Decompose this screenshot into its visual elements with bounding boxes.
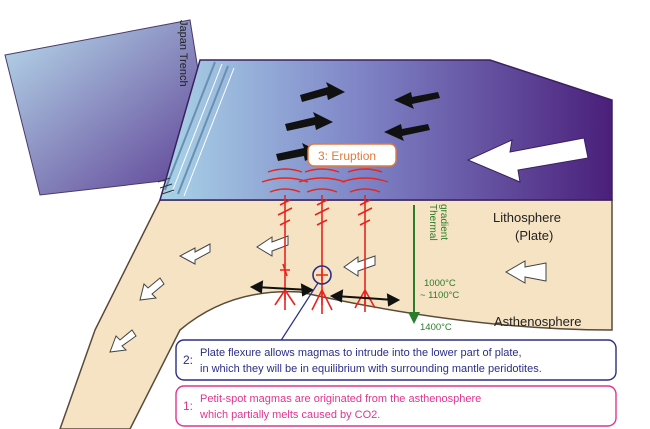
thermal-gradient-label-2: gradient — [438, 204, 449, 240]
white-arrow-icon — [139, 277, 165, 301]
step-2-line-1: Plate flexure allows magmas to intrude i… — [200, 347, 522, 359]
temperature-mid-1: 1000°C — [424, 278, 456, 289]
step-1-line-2: which partially melts caused by CO2. — [199, 409, 380, 421]
magma-dikes — [261, 168, 389, 314]
step-2-number: 2: — [183, 353, 193, 367]
temperature-mid-2: ~ 1100°C — [420, 290, 459, 301]
magma-origin-marker — [312, 265, 332, 285]
step-1-line-1: Petit-spot magmas are originated from th… — [200, 393, 481, 405]
thermal-gradient-arrow — [408, 205, 420, 324]
japan-trench-label: Japan Trench — [177, 20, 189, 87]
plate-label: (Plate) — [515, 228, 553, 243]
white-arrow-icon — [505, 260, 547, 284]
lithosphere-label: Lithosphere — [493, 210, 561, 225]
white-arrow-icon — [109, 329, 137, 353]
black-arrow-icon — [300, 82, 345, 102]
asthenosphere-label: Asthenosphere — [494, 314, 581, 329]
white-arrow-icon — [343, 255, 376, 277]
step-1-number: 1: — [183, 399, 193, 413]
temperature-bottom: 1400°C — [420, 322, 452, 333]
eruption-callout: 3: Eruption — [307, 143, 397, 167]
large-plate-motion-arrow-icon — [466, 137, 589, 183]
callout-leader-line — [279, 282, 319, 343]
eruption-label: 3: Eruption — [318, 149, 376, 163]
step-1-callout: 1: Petit-spot magmas are originated from… — [175, 385, 617, 427]
black-arrow-icon — [384, 124, 430, 141]
thermal-gradient-label-1: Thermal — [427, 204, 438, 241]
white-arrow-icon — [178, 243, 211, 265]
black-arrow-icon — [285, 112, 333, 131]
black-arrow-icon — [394, 92, 440, 109]
step-2-callout: 2: Plate flexure allows magmas to intrud… — [175, 339, 617, 381]
plate-top-surface — [157, 59, 613, 201]
mantle-flow-arrows — [109, 235, 547, 353]
flexure-extension-arrows — [249, 280, 401, 307]
step-2-line-2: in which they will be in equilibrium wit… — [200, 363, 542, 375]
